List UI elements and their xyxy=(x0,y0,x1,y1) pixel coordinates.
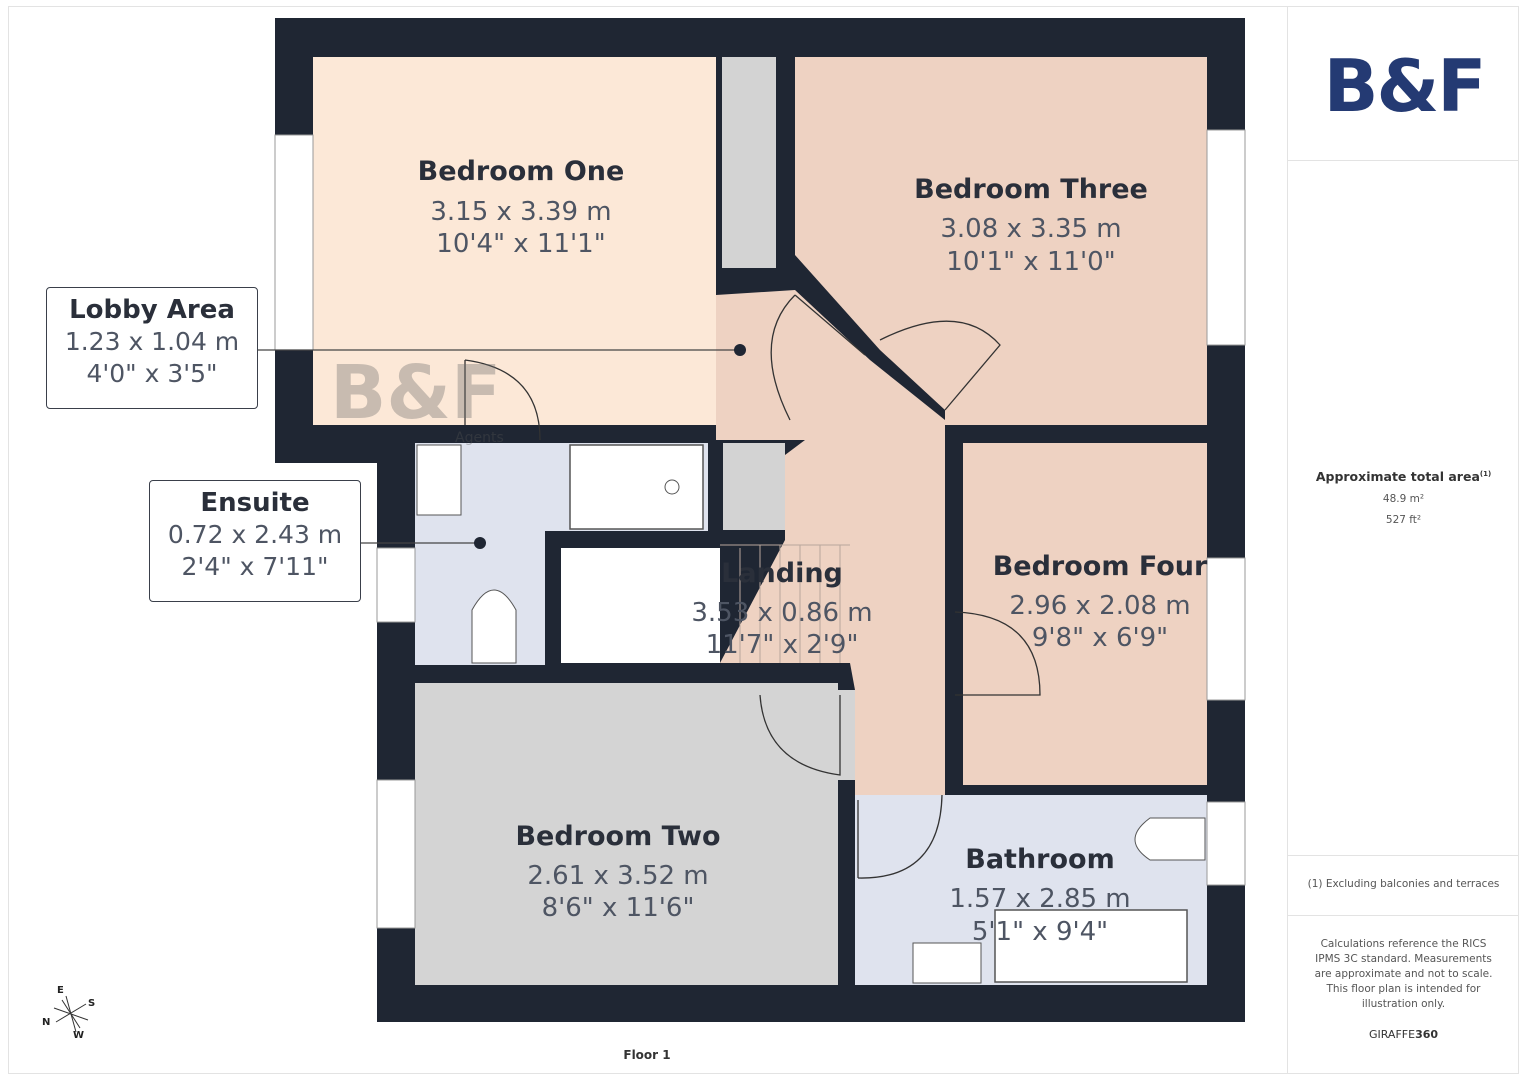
svg-text:8'6" x 11'6": 8'6" x 11'6" xyxy=(542,893,695,923)
svg-text:2.61 x 3.52 m: 2.61 x 3.52 m xyxy=(527,861,708,891)
divider xyxy=(1288,160,1519,161)
cupboard xyxy=(723,443,785,530)
compass-s: S xyxy=(88,998,95,1009)
callout-lobby-area: Lobby Area 1.23 x 1.04 m 4'0" x 3'5" xyxy=(46,287,258,409)
watermark-text: B&F xyxy=(330,350,502,436)
windows xyxy=(274,129,1246,929)
svg-text:Bedroom Two: Bedroom Two xyxy=(515,821,720,852)
bath-drain xyxy=(664,479,680,495)
room-label-bedroom-one: Bedroom One 3.15 x 3.39 m 10'4" x 11'1" xyxy=(418,156,625,259)
lobby-marker xyxy=(734,344,746,356)
room-label-landing: Landing 3.53 x 0.86 m 11'7" x 2'9" xyxy=(691,558,872,660)
footnote: (1) Excluding balconies and terraces xyxy=(1307,878,1500,890)
area-title: Approximate total area xyxy=(1315,469,1480,485)
bathroom-basin xyxy=(912,942,982,984)
bedroom-two-floor xyxy=(415,683,838,985)
svg-text:10'1" x 11'0": 10'1" x 11'0" xyxy=(946,247,1115,277)
compass-e: E xyxy=(57,985,64,996)
credit: GIRAFFE360 xyxy=(1288,1027,1519,1042)
credit-number: 360 xyxy=(1415,1028,1439,1041)
svg-text:10'4" x 11'1": 10'4" x 11'1" xyxy=(436,229,605,259)
lobby-landing-floor xyxy=(716,290,945,795)
svg-text:11'7" x 2'9": 11'7" x 2'9" xyxy=(706,630,859,660)
compass-icon xyxy=(53,995,89,1033)
stairs xyxy=(720,544,850,663)
divider xyxy=(1288,855,1519,856)
bathroom-bath xyxy=(994,909,1188,983)
svg-text:Landing: Landing xyxy=(721,558,843,589)
svg-text:3.15 x 3.39 m: 3.15 x 3.39 m xyxy=(430,197,611,227)
callout-lobby-metric: 1.23 x 1.04 m xyxy=(64,327,240,356)
bath xyxy=(569,444,704,530)
room-label-bathroom: Bathroom 1.57 x 2.85 m 5'1" x 9'4" xyxy=(949,844,1130,947)
svg-text:Bedroom Four: Bedroom Four xyxy=(993,551,1208,582)
ensuite-basin xyxy=(416,444,462,516)
room-label-bedroom-four: Bedroom Four 2.96 x 2.08 m 9'8" x 6'9" xyxy=(993,551,1208,653)
brand-logo: B&F xyxy=(1323,44,1487,128)
svg-text:Bathroom: Bathroom xyxy=(965,844,1114,875)
bedroom-four-floor xyxy=(963,443,1207,785)
ensuite-marker xyxy=(474,537,486,549)
callout-ensuite-imperial: 2'4" x 7'11" xyxy=(181,552,329,581)
svg-text:5'1" x 9'4": 5'1" x 9'4" xyxy=(972,917,1108,947)
callout-ensuite-name: Ensuite xyxy=(200,488,310,518)
wardrobe xyxy=(722,57,776,268)
ensuite-toilet xyxy=(471,589,517,664)
area-ft2: 527 ft² xyxy=(1385,514,1422,526)
credit-name: GIRAFFE xyxy=(1368,1028,1416,1041)
bedroom-one-floor xyxy=(313,57,716,425)
watermark-logo: B&F Agents xyxy=(330,350,504,446)
svg-text:Bedroom One: Bedroom One xyxy=(418,156,625,187)
door-swings xyxy=(464,294,1041,879)
watermark-subtext: Agents xyxy=(455,430,504,446)
room-label-bedroom-three: Bedroom Three 3.08 x 3.35 m 10'1" x 11'0… xyxy=(914,174,1148,277)
bedroom-two-entry xyxy=(838,690,855,780)
svg-text:2.96 x 2.08 m: 2.96 x 2.08 m xyxy=(1009,591,1190,621)
svg-text:3.53 x 0.86 m: 3.53 x 0.86 m xyxy=(691,598,872,628)
compass-w: W xyxy=(73,1030,84,1041)
callout-lobby-imperial: 4'0" x 3'5" xyxy=(86,359,218,388)
floor-label: Floor 1 xyxy=(623,1048,670,1062)
svg-text:Bedroom Three: Bedroom Three xyxy=(914,174,1148,205)
info-panel: B&F Approximate total area(1) 48.9 m² 52… xyxy=(1287,6,1519,1074)
compass-n: N xyxy=(42,1017,50,1028)
bedroom-three-floor xyxy=(795,57,1207,425)
divider xyxy=(1288,915,1519,916)
svg-text:9'8" x 6'9": 9'8" x 6'9" xyxy=(1032,623,1168,653)
callout-ensuite-metric: 0.72 x 2.43 m xyxy=(167,520,343,549)
stair-void xyxy=(561,548,720,663)
callout-ensuite: Ensuite 0.72 x 2.43 m 2'4" x 7'11" xyxy=(149,480,361,602)
svg-text:1.57 x 2.85 m: 1.57 x 2.85 m xyxy=(949,884,1130,914)
area-m2: 48.9 m² xyxy=(1382,493,1425,505)
svg-text:3.08 x 3.35 m: 3.08 x 3.35 m xyxy=(940,214,1121,244)
page-frame xyxy=(8,6,1519,1074)
bathroom-toilet xyxy=(1134,817,1206,861)
area-footnote-mark: (1) xyxy=(1479,470,1492,478)
area-title-row: Approximate total area(1) xyxy=(1288,467,1519,484)
callout-lobby-name: Lobby Area xyxy=(69,295,235,325)
disclaimer: Calculations reference the RICS IPMS 3C … xyxy=(1314,938,1493,1010)
room-label-bedroom-two: Bedroom Two 2.61 x 3.52 m 8'6" x 11'6" xyxy=(515,821,720,923)
